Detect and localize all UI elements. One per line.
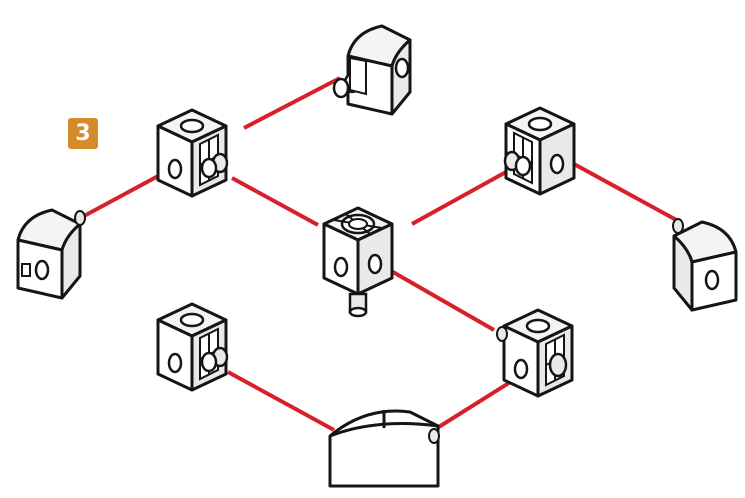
rod-left-wedge [83, 173, 161, 218]
rod-bottom-left-wedge [227, 370, 335, 432]
cube-center [322, 206, 394, 318]
cube-bottom-right [496, 308, 574, 398]
cube-top-left [156, 108, 229, 198]
rod-bottom-right-wedge [432, 374, 522, 432]
step-number: 3 [75, 121, 91, 146]
rod-top-wedge [243, 76, 341, 130]
rod-center-to-right [411, 170, 507, 226]
cube-top-right [503, 106, 576, 196]
connector-rods [83, 76, 681, 432]
wedge-bottom [328, 409, 440, 488]
rod-right-wedge [573, 162, 681, 224]
rod-center-to-bottom-right [385, 266, 495, 332]
step-number-badge: 3 [68, 118, 98, 149]
wedge-left [16, 208, 86, 300]
wedge-right [672, 218, 738, 312]
rod-left-to-center [231, 176, 319, 227]
wedge-top [332, 24, 412, 116]
cube-bottom-left [156, 302, 229, 392]
